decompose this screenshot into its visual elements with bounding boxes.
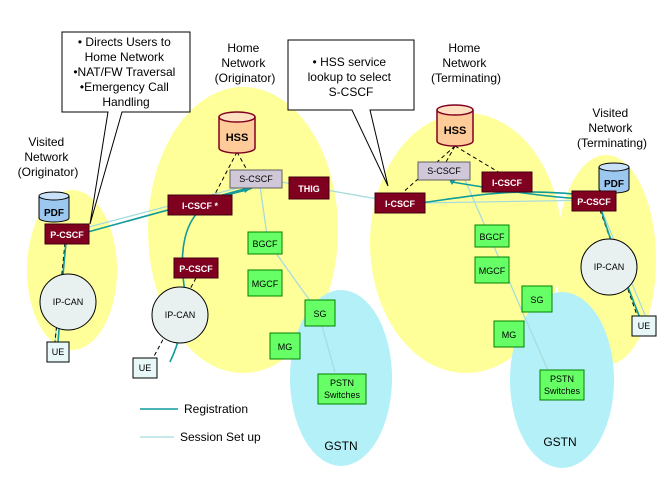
svg-text:PDF: PDF xyxy=(604,179,624,190)
svg-text:HSS: HSS xyxy=(444,125,467,137)
svg-text:S-CSCF: S-CSCF xyxy=(427,166,461,176)
svg-text:UE: UE xyxy=(638,321,651,331)
p-cscf-visited-terminating: P-CSCF xyxy=(571,190,617,212)
mgcf-terminating: MGCF xyxy=(474,256,510,284)
thig-node: THIG xyxy=(288,176,330,200)
pdf-database-originator: PDF xyxy=(38,191,70,223)
pstn-switches-right: PSTN Switches xyxy=(539,369,585,401)
svg-text:PSTN: PSTN xyxy=(550,374,574,384)
i-cscf-terminating: I-CSCF xyxy=(481,171,533,193)
visited-network-terminating-label: Visited Network (Terminating) xyxy=(577,106,647,150)
svg-text:• Directs Users to Home: • Directs Users to Home Network •NAT/FW … xyxy=(73,35,178,109)
legend: Registration Session Set up xyxy=(140,402,261,444)
svg-text:I-CSCF: I-CSCF xyxy=(385,199,415,209)
svg-text:UE: UE xyxy=(139,363,152,373)
svg-text:BGCF: BGCF xyxy=(479,232,505,242)
svg-text:PSTN: PSTN xyxy=(330,378,354,388)
svg-text:Switches: Switches xyxy=(324,390,361,400)
legend-session-label: Session Set up xyxy=(180,430,261,444)
sg-originator: SG xyxy=(304,299,336,327)
ue-visited-terminating: UE xyxy=(631,315,657,337)
i-cscf-star-originator: I-CSCF * xyxy=(167,194,233,216)
ip-can-visited-originator: IP-CAN xyxy=(39,273,97,331)
svg-text:SG: SG xyxy=(530,295,543,305)
svg-text:Switches: Switches xyxy=(544,386,581,396)
p-cscf-home-originator: P-CSCF xyxy=(173,257,219,279)
svg-text:MGCF: MGCF xyxy=(479,266,506,276)
pstn-switches-left: PSTN Switches xyxy=(317,373,367,405)
ip-can-visited-terminating: IP-CAN xyxy=(580,238,638,296)
svg-text:THIG: THIG xyxy=(298,184,320,194)
mgcf-originator: MGCF xyxy=(247,269,283,297)
svg-text:IP-CAN: IP-CAN xyxy=(53,297,84,307)
hss-database-terminating: HSS xyxy=(436,104,474,147)
legend-registration-label: Registration xyxy=(184,402,248,416)
home-network-originator-label: Home Network (Originator) xyxy=(215,41,276,85)
svg-text:P-CSCF: P-CSCF xyxy=(577,197,611,207)
svg-text:UE: UE xyxy=(52,347,65,357)
hss-database-originator: HSS xyxy=(218,111,256,154)
svg-text:MG: MG xyxy=(502,330,517,340)
mg-originator: MG xyxy=(269,332,301,360)
pdf-database-terminating: PDF xyxy=(598,162,630,194)
svg-text:P-CSCF: P-CSCF xyxy=(179,264,213,274)
ue-visited-originator: UE xyxy=(46,341,70,363)
svg-text:HSS: HSS xyxy=(226,132,249,144)
bgcf-terminating: BGCF xyxy=(474,224,510,248)
svg-text:I-CSCF *: I-CSCF * xyxy=(182,201,218,211)
visited-network-originator-label: Visited Network (Originator) xyxy=(18,135,79,179)
svg-text:I-CSCF: I-CSCF xyxy=(492,178,522,188)
bgcf-originator: BGCF xyxy=(247,231,283,255)
i-cscf-terminating-entry: I-CSCF xyxy=(374,192,426,214)
gstn-label-right: GSTN xyxy=(543,435,576,449)
ip-can-home-originator: IP-CAN xyxy=(151,286,209,344)
svg-text:SG: SG xyxy=(313,309,326,319)
ue-home-originator: UE xyxy=(132,357,158,379)
svg-text:PDF: PDF xyxy=(44,208,64,219)
svg-text:S-CSCF: S-CSCF xyxy=(239,174,273,184)
svg-text:P-CSCF: P-CSCF xyxy=(50,230,84,240)
callout-right: • HSS service lookup to select S-CSCF xyxy=(287,39,415,187)
svg-text:BGCF: BGCF xyxy=(252,239,278,249)
s-cscf-terminating: S-CSCF xyxy=(417,161,471,181)
sg-terminating: SG xyxy=(521,285,553,313)
svg-text:IP-CAN: IP-CAN xyxy=(594,262,625,272)
p-cscf-visited-originator: P-CSCF xyxy=(44,223,90,245)
svg-text:MGCF: MGCF xyxy=(252,279,279,289)
home-network-terminating-label: Home Network (Terminating) xyxy=(431,41,501,85)
gstn-label-left: GSTN xyxy=(324,439,357,453)
svg-text:• HSS service lookup to: • HSS service lookup to select S-CSCF xyxy=(308,55,395,99)
callout-left: • Directs Users to Home Network •NAT/FW … xyxy=(61,31,191,225)
s-cscf-originator: S-CSCF xyxy=(229,169,283,189)
svg-text:IP-CAN: IP-CAN xyxy=(165,310,196,320)
mg-terminating: MG xyxy=(493,320,525,348)
svg-text:MG: MG xyxy=(278,342,293,352)
